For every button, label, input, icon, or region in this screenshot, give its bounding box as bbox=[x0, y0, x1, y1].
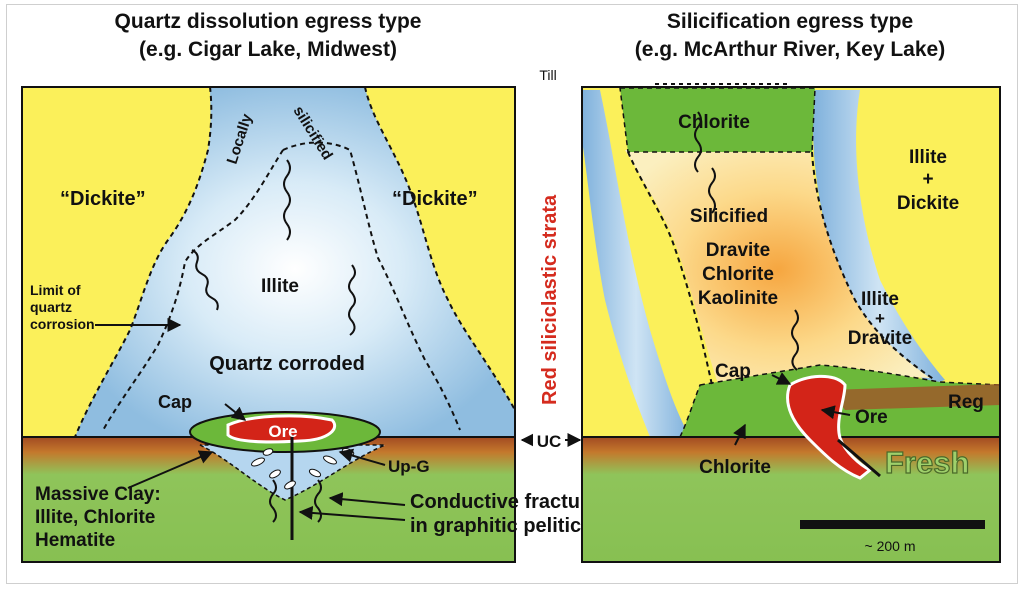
label-reg: Reg bbox=[948, 392, 984, 413]
right-title-line1: Silicification egress type bbox=[667, 10, 913, 33]
label-dravite: Dravite bbox=[706, 240, 770, 261]
right-panel: Silicification egress type (e.g. McArthu… bbox=[581, 10, 1001, 563]
label-illite-dravite-plus: + bbox=[875, 309, 885, 328]
label-ore-right: Ore bbox=[855, 407, 888, 428]
label-dickite-left: “Dickite” bbox=[60, 188, 146, 210]
label-uc: UC bbox=[537, 432, 562, 451]
right-fluid-squiggles bbox=[694, 111, 799, 371]
left-corrosion-limit-line bbox=[101, 141, 461, 433]
label-chlorite-bottom: Chlorite bbox=[699, 457, 771, 478]
label-illite-dravite-1: Illite bbox=[861, 289, 899, 310]
left-halo-boundary bbox=[74, 86, 516, 438]
left-alteration-halo bbox=[75, 87, 515, 437]
label-ore-left: Ore bbox=[268, 422, 297, 441]
label-limit-line2: quartz bbox=[30, 299, 72, 315]
label-massive-line1: Massive Clay: bbox=[35, 484, 161, 505]
right-regolith bbox=[830, 384, 1000, 410]
label-chlorite-top: Chlorite bbox=[678, 112, 750, 133]
right-blue-stripe-left bbox=[582, 90, 690, 437]
left-panel: Quartz dissolution egress type (e.g. Cig… bbox=[21, 10, 516, 563]
label-limit-line3: corrosion bbox=[30, 316, 95, 332]
right-ore-body bbox=[786, 374, 873, 480]
label-scale: ~ 200 m bbox=[865, 538, 916, 554]
label-fresh: Fresh bbox=[885, 445, 969, 480]
label-limit-line1: Limit of bbox=[30, 282, 81, 298]
scale-bar bbox=[800, 520, 985, 529]
label-kaolinite: Kaolinite bbox=[698, 288, 778, 309]
label-illite-dickite-1: Illite bbox=[909, 147, 947, 168]
label-silicified-right: Silicified bbox=[690, 206, 768, 227]
label-quartz-corroded: Quartz corroded bbox=[209, 353, 365, 375]
label-chlorite-mid: Chlorite bbox=[702, 264, 774, 285]
right-basement bbox=[582, 437, 1000, 562]
label-illite-dickite-plus: + bbox=[922, 169, 933, 190]
label-till: Till bbox=[539, 67, 556, 83]
label-illite-dravite-2: Dravite bbox=[848, 328, 912, 349]
label-dickite-right: “Dickite” bbox=[392, 188, 478, 210]
right-silicified-core bbox=[625, 150, 930, 390]
label-up-g: Up-G bbox=[388, 457, 430, 476]
label-massive-line3: Hematite bbox=[35, 530, 115, 551]
label-cap-right: Cap bbox=[715, 361, 751, 382]
left-ore-body bbox=[226, 414, 337, 444]
label-massive-line2: Illite, Chlorite bbox=[35, 507, 155, 528]
label-illite-left: Illite bbox=[261, 276, 299, 297]
label-illite-dickite-2: Dickite bbox=[897, 193, 959, 214]
left-title-line1: Quartz dissolution egress type bbox=[115, 10, 422, 33]
right-blue-stripe-right bbox=[812, 90, 945, 385]
label-red-strata: Red siliciclastic strata bbox=[539, 194, 561, 405]
label-cap-left: Cap bbox=[158, 392, 192, 412]
left-fluid-squiggles bbox=[191, 159, 356, 523]
left-title-line2: (e.g. Cigar Lake, Midwest) bbox=[139, 38, 397, 61]
right-title-line2: (e.g. McArthur River, Key Lake) bbox=[635, 38, 945, 61]
